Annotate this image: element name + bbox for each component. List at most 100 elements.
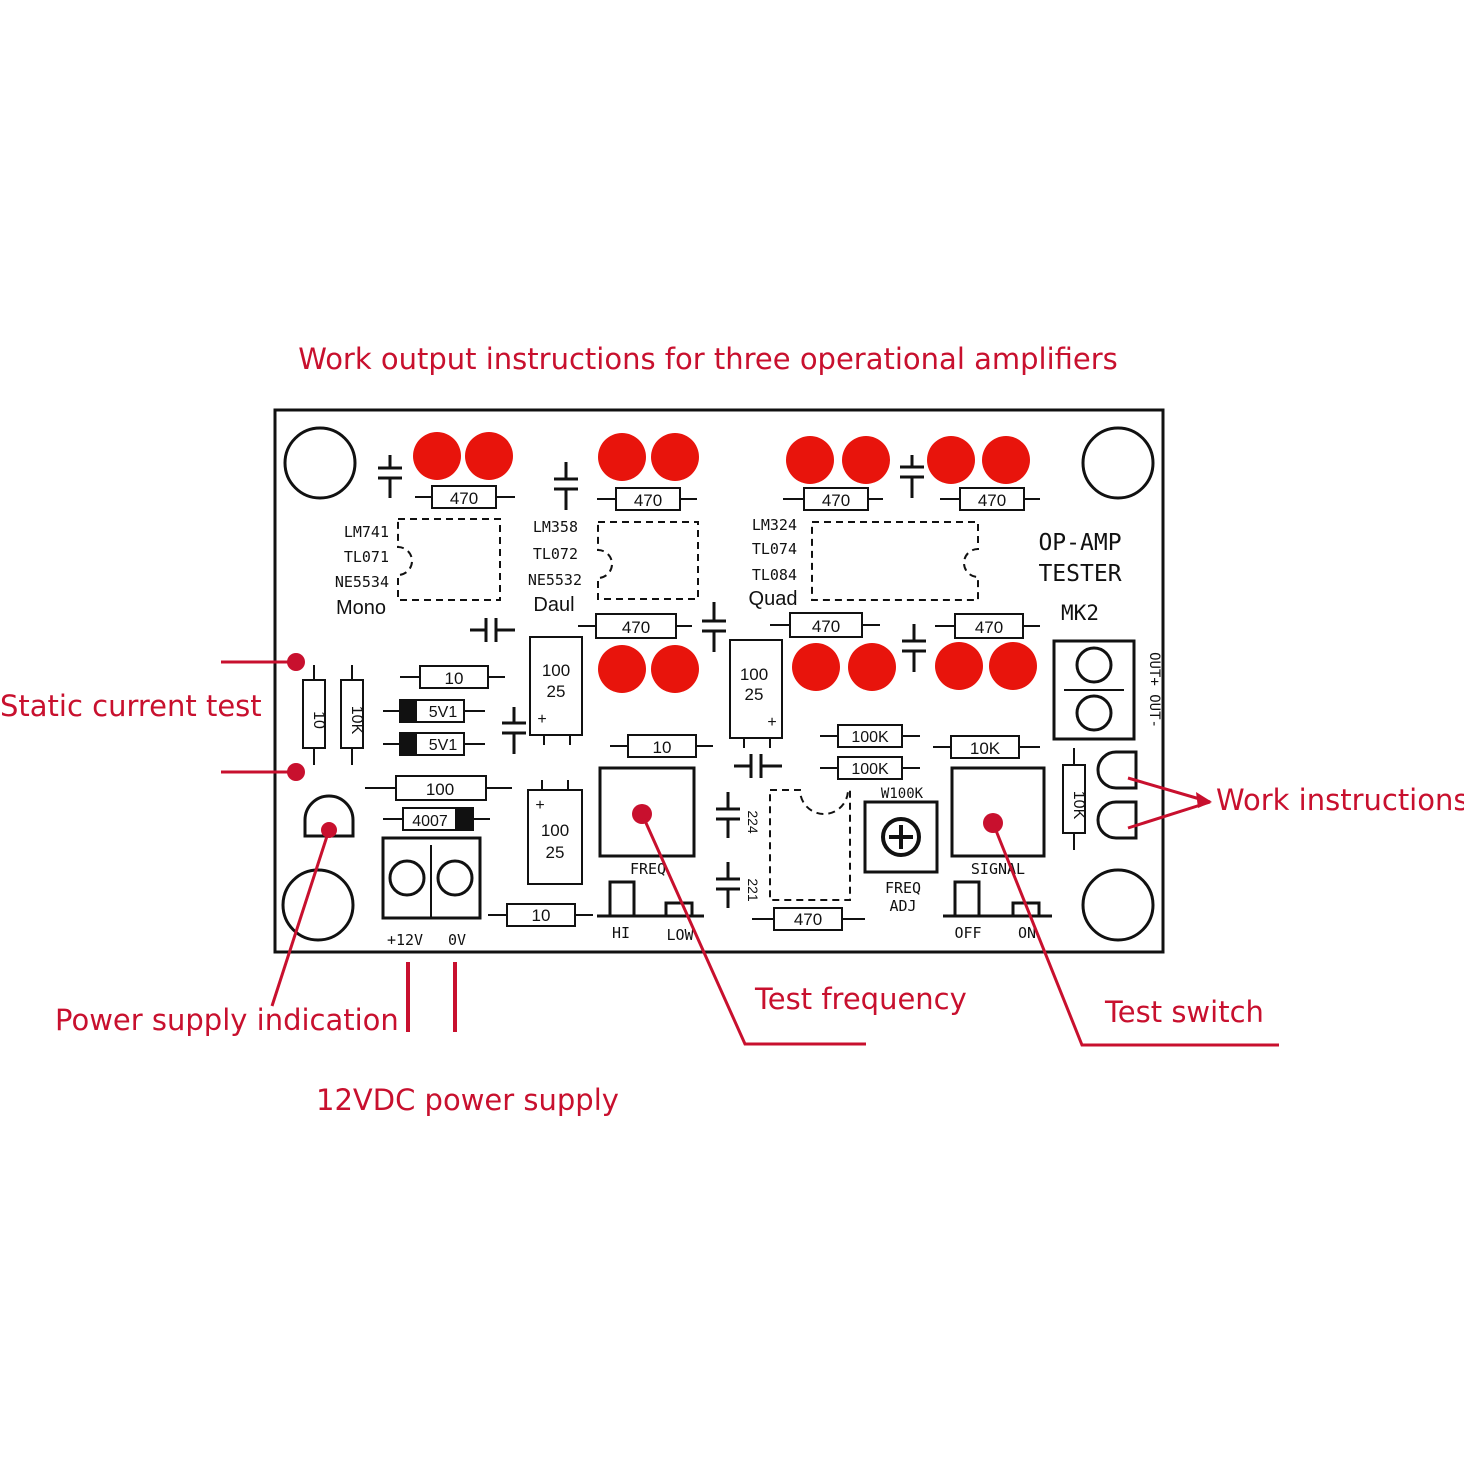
resistor-label: 470 bbox=[975, 618, 1003, 637]
resistor-label: 470 bbox=[450, 489, 478, 508]
led bbox=[935, 642, 983, 690]
resistor: 470 bbox=[578, 613, 692, 639]
signal-potentiometer: SIGNAL bbox=[950, 766, 1046, 878]
resistor: 100K bbox=[820, 756, 920, 780]
board-title: OP-AMP bbox=[1038, 530, 1121, 556]
resistor-label: 10 bbox=[532, 906, 551, 925]
ceramic-capacitor bbox=[702, 602, 726, 652]
ceramic-capacitor bbox=[734, 754, 782, 778]
ceramic-capacitor bbox=[900, 455, 924, 498]
resistor-label: 470 bbox=[812, 617, 840, 636]
cap-value: 100 bbox=[541, 821, 569, 840]
resistor-vertical: 10K bbox=[340, 665, 365, 765]
capacitor-label: 224 bbox=[745, 810, 761, 834]
cap-value: 100 bbox=[542, 661, 570, 680]
chip-label: TL084 bbox=[752, 566, 797, 584]
led bbox=[842, 436, 890, 484]
cap-voltage: 25 bbox=[547, 682, 566, 701]
resistor-label: 10 bbox=[653, 738, 672, 757]
power-zero-label: 0V bbox=[448, 931, 466, 949]
output-terminal-block: OUT+ OUT- bbox=[1052, 639, 1162, 741]
ic-socket-mono bbox=[397, 518, 501, 601]
callout-work-instructions: Work instructions bbox=[1127, 776, 1464, 830]
cap-voltage: 25 bbox=[546, 843, 565, 862]
resistor: 100K bbox=[820, 724, 920, 748]
led bbox=[465, 432, 513, 480]
led bbox=[651, 645, 699, 693]
electrolytic-capacitor: + 100 25 bbox=[527, 780, 583, 885]
callout-power-indication: Power supply indication bbox=[55, 822, 399, 1037]
chip-label: TL074 bbox=[752, 540, 797, 558]
output-led-sockets bbox=[1096, 750, 1138, 840]
trimmer-label: W100K bbox=[881, 786, 924, 802]
ic-socket-dual bbox=[597, 521, 699, 600]
led bbox=[413, 432, 461, 480]
mounting-hole-br bbox=[1081, 868, 1155, 942]
resistor-label: 100K bbox=[851, 729, 889, 746]
chip-label: TL071 bbox=[344, 548, 389, 566]
zener-diode: 5V1 bbox=[383, 699, 485, 723]
mono-chip-labels: LM741 TL071 NE5534 Mono bbox=[335, 523, 389, 619]
resistor: 470 bbox=[597, 487, 697, 511]
ic-socket-quad bbox=[811, 521, 979, 601]
chip-label: NE5532 bbox=[528, 571, 582, 589]
quad-chip-labels: LM324 TL074 TL084 Quad bbox=[749, 516, 798, 610]
led bbox=[598, 433, 646, 481]
callout-static-current: Static current test bbox=[0, 653, 305, 781]
capacitor-label: 221 bbox=[745, 878, 761, 902]
pot-label: FREQ bbox=[630, 860, 666, 878]
resistor-label: 10K bbox=[348, 706, 365, 735]
resistor: 470 bbox=[752, 907, 865, 931]
mounting-hole-tl bbox=[283, 426, 357, 500]
resistor-label: 10K bbox=[970, 739, 1001, 758]
led bbox=[786, 436, 834, 484]
callout-power-supply: 12VDC power supply bbox=[316, 962, 619, 1117]
cap-voltage: 25 bbox=[745, 685, 764, 704]
electrolytic-capacitor: 100 25 + bbox=[729, 639, 783, 748]
callout-power-supply-text: 12VDC power supply bbox=[316, 1083, 619, 1117]
callout-amplifier-outputs: Work output instructions for three opera… bbox=[298, 342, 1118, 376]
power-terminal-block: +12V 0V bbox=[381, 836, 482, 949]
switch-label-hi: HI bbox=[612, 924, 630, 942]
resistor: 470 bbox=[783, 487, 883, 511]
resistor-label: 10 bbox=[310, 711, 327, 729]
callout-test-switch: Test switch bbox=[983, 813, 1279, 1047]
cap-polarity: + bbox=[767, 714, 776, 731]
mounting-hole-tr bbox=[1081, 426, 1155, 500]
callout-test-frequency-text: Test frequency bbox=[754, 982, 967, 1016]
callout-test-frequency: Test frequency bbox=[632, 804, 967, 1046]
chip-label: NE5534 bbox=[335, 573, 389, 591]
resistor: 470 bbox=[935, 613, 1040, 639]
led bbox=[792, 643, 840, 691]
dual-chip-labels: LM358 TL072 NE5532 Daul bbox=[528, 518, 582, 616]
switch-label-low: LOW bbox=[666, 926, 694, 944]
electrolytic-capacitor: 100 25 + bbox=[529, 636, 583, 745]
led-group bbox=[413, 432, 1037, 693]
chip-label: TL072 bbox=[533, 545, 578, 563]
ceramic-capacitor bbox=[554, 462, 578, 510]
trimmer-pot: W100K FREQ ADJ bbox=[863, 786, 939, 915]
led bbox=[989, 642, 1037, 690]
led bbox=[848, 643, 896, 691]
board-model: MK2 bbox=[1061, 601, 1099, 625]
resistor: 10 bbox=[400, 665, 505, 689]
chip-label: LM741 bbox=[344, 523, 389, 541]
resistor-vertical: 10 bbox=[302, 665, 327, 765]
pot-label: SIGNAL bbox=[971, 860, 1025, 878]
switch-label-on: ON bbox=[1018, 924, 1036, 942]
output-terminal-label: OUT+ OUT- bbox=[1146, 652, 1162, 728]
resistor: 470 bbox=[770, 612, 880, 638]
capacitor-224: 224 bbox=[716, 792, 761, 838]
resistor-label: 10K bbox=[1070, 791, 1087, 820]
switch-label-off: OFF bbox=[954, 924, 981, 942]
dual-label: Daul bbox=[533, 594, 574, 616]
cap-value: 100 bbox=[740, 665, 768, 684]
resistor-label: 470 bbox=[634, 491, 662, 510]
resistor-label: 100K bbox=[851, 761, 889, 778]
signal-switch: OFF ON bbox=[943, 880, 1052, 942]
freq-adj-label: ADJ bbox=[889, 897, 916, 915]
freq-range-switch: HI LOW bbox=[597, 880, 704, 944]
resistor: 470 bbox=[415, 485, 515, 509]
resistor-label: 470 bbox=[622, 618, 650, 637]
